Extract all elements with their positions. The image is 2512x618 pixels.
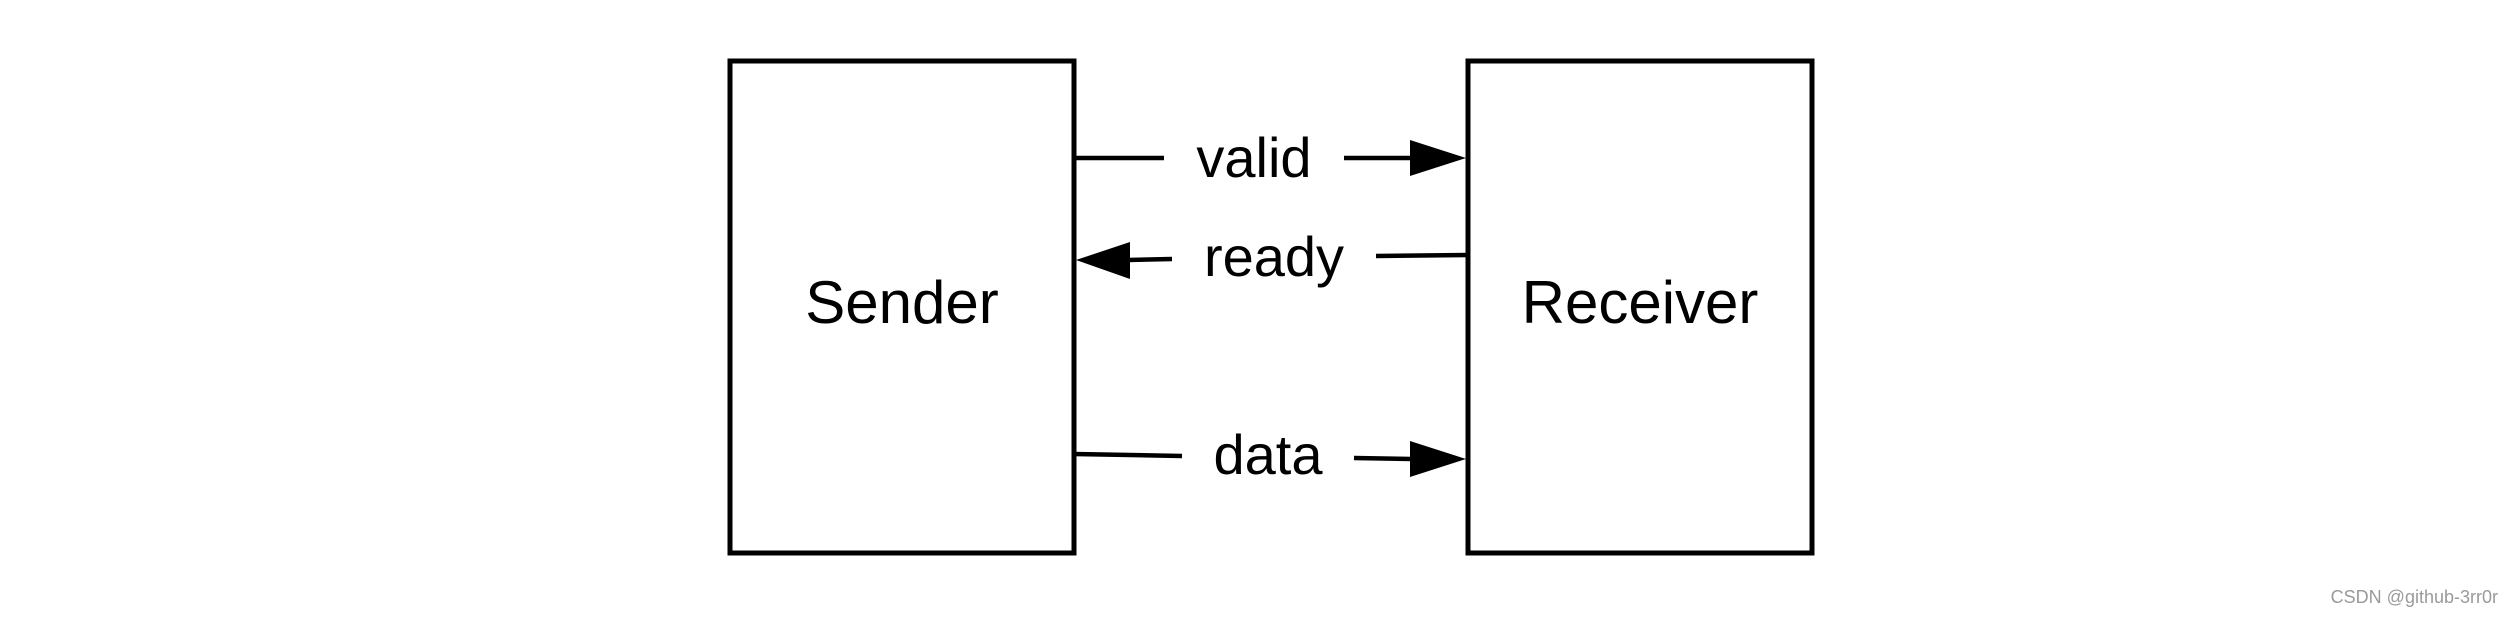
data-wire-left: [1073, 451, 1183, 459]
receiver-label: Receiver: [1522, 269, 1759, 336]
ready-signal: ready: [1076, 225, 1469, 288]
ready-arrowhead: [1076, 242, 1130, 279]
valid-signal: valid: [1074, 126, 1466, 189]
valid-arrowhead: [1410, 140, 1466, 176]
sender-block: Sender: [727, 58, 1077, 556]
receiver-box: [1465, 58, 1815, 556]
data-arrowhead: [1410, 441, 1466, 477]
ready-wire-right: [1375, 252, 1469, 259]
sender-box: [727, 58, 1077, 556]
receiver-block: Receiver: [1465, 58, 1815, 556]
watermark: CSDN @github-3rr0r: [2330, 587, 2498, 607]
data-signal: data: [1073, 423, 1466, 486]
sender-label: Sender: [805, 269, 998, 336]
ready-label: ready: [1204, 225, 1344, 288]
valid-label: valid: [1196, 126, 1311, 189]
ready-wire-left: [1127, 256, 1173, 263]
data-wire-right: [1353, 455, 1413, 462]
data-label: data: [1214, 423, 1324, 486]
